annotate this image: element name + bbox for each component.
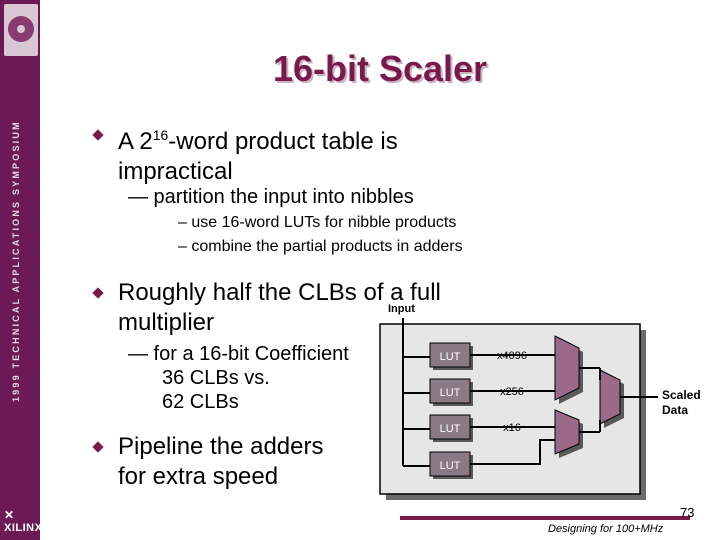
sub-partition: — partition the input into nibbles: [128, 186, 414, 208]
output-label-scaled: Scaled: [662, 388, 701, 402]
lut-block: LUT: [429, 451, 473, 479]
sub-combine: – combine the partial products in adders: [178, 238, 463, 255]
lut-block: LUT: [429, 378, 473, 406]
footer-line: [400, 516, 690, 520]
shift-label-x4096: x4096: [497, 350, 527, 362]
svg-text:LUT: LUT: [440, 351, 461, 363]
shift-label-x256: x256: [500, 386, 524, 398]
sub-use-luts: – use 16-word LUTs for nibble products: [178, 214, 457, 231]
xilinx-logo: ✕ XILINX: [4, 508, 43, 534]
cd-logo-icon: [4, 4, 38, 56]
adder-final: [599, 369, 624, 428]
lut-block: LUT: [429, 414, 473, 442]
svg-text:LUT: LUT: [440, 387, 461, 399]
adder-bottom: [554, 409, 583, 458]
sidebar: 1999 TECHNICAL APPLICATIONS SYMPOSIUM ✕ …: [0, 0, 43, 540]
adder-top: [554, 335, 583, 404]
bullet-product-table: A 216-word product table is impractical: [92, 120, 398, 187]
slide-title: 16-bit Scaler: [272, 48, 488, 89]
input-label: Input: [388, 303, 415, 315]
sub-coefficient: — for a 16-bit Coefficient 36 CLBs vs. 6…: [128, 343, 349, 413]
shift-label-x16: x16: [503, 422, 521, 434]
footer-note: Designing for 100+MHz: [548, 523, 664, 535]
page-number: 73: [680, 505, 695, 520]
bullet-pipeline: Pipeline the adders for extra speed: [92, 432, 323, 492]
lut-block: LUT: [429, 342, 473, 370]
bullet-half-clbs: Roughly half the CLBs of a full multipli…: [92, 278, 441, 338]
svg-text:LUT: LUT: [440, 423, 461, 435]
output-label-data: Data: [662, 403, 688, 417]
svg-text:LUT: LUT: [440, 460, 461, 472]
